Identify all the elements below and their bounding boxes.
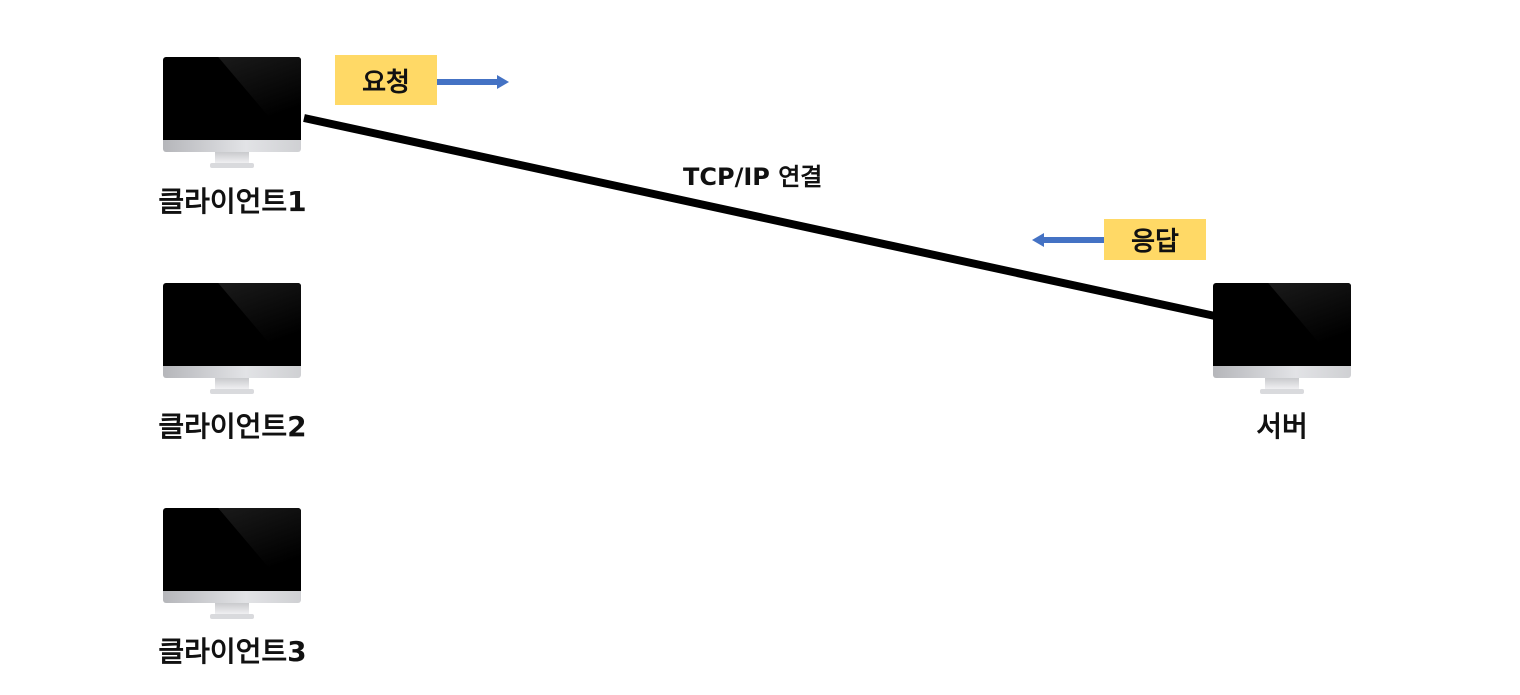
client-1-monitor-icon	[163, 57, 301, 172]
server-label: 서버	[1256, 410, 1308, 443]
response-arrow-left-icon	[1032, 233, 1104, 247]
client-3-label: 클라이언트3	[158, 635, 307, 668]
client-2-label: 클라이언트2	[158, 410, 307, 443]
client-2-monitor-icon	[163, 283, 301, 398]
response-tag: 응답	[1104, 219, 1206, 260]
client-3-monitor-icon	[163, 508, 301, 623]
client-1-label: 클라이언트1	[158, 185, 307, 218]
connection-label: TCP/IP 연결	[683, 163, 823, 191]
server-monitor-icon	[1213, 283, 1351, 398]
request-tag: 요청	[335, 55, 437, 105]
request-arrow-right-icon	[437, 75, 509, 89]
